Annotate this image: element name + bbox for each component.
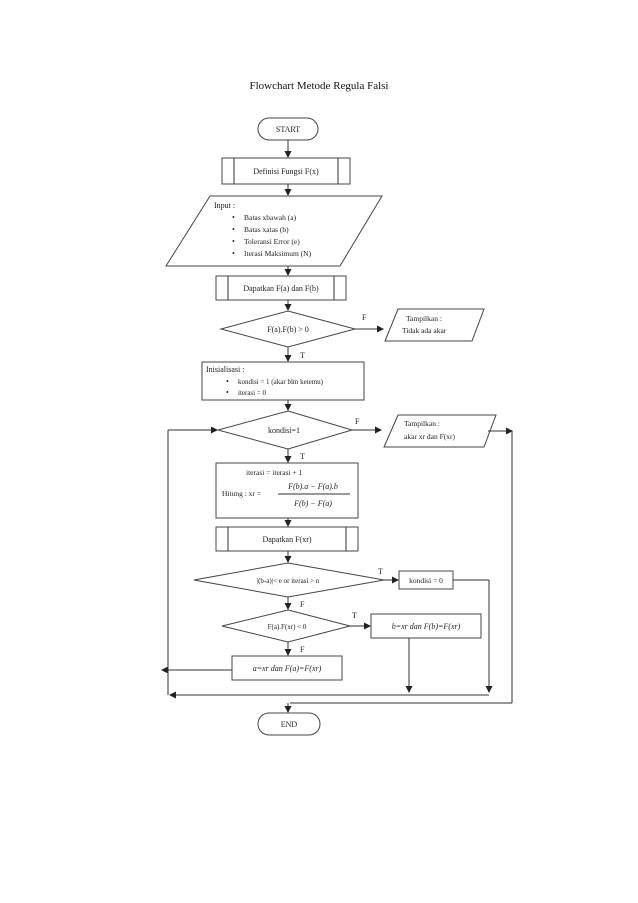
get-fa-fb-label: Dapatkan F(a) dan F(b) (243, 284, 319, 293)
compute-xr-process: iterasi = iterasi + 1 Hitung : xr = F(b)… (215, 462, 359, 519)
start-label: START (276, 125, 300, 134)
false-label: F (362, 313, 367, 322)
update-b-process: b=xr dan F(b)=F(xr) (370, 613, 482, 639)
no-root-text: Tidak ada akar (402, 326, 447, 335)
init-process: Inisialisasi : • kondisi = 1 (akar blm k… (201, 361, 365, 401)
loop-condition-decision: kondisi=1 (216, 410, 354, 450)
init-title: Inisialisasi : (206, 365, 244, 374)
init-item: iterasi = 0 (238, 389, 267, 397)
get-fxr-label: Dapatkan F(xr) (262, 535, 311, 544)
input-parallelogram: Input : • Batas xbawah (a) • Batas xatas… (165, 195, 383, 267)
sign-check2-decision: F(a).F(xr) < 0 (221, 609, 351, 643)
loop-condition-label: kondisi=1 (268, 426, 300, 435)
set-found-process: kondisi = 0 (398, 570, 454, 590)
result-title: Tampilkan : (404, 419, 440, 428)
end-terminal: END (257, 712, 321, 736)
sign-check-decision: F(a).F(b) > 0 (219, 310, 357, 348)
get-fa-fb-process: Dapatkan F(a) dan F(b) (215, 275, 347, 301)
input-item: Batas xatas (b) (244, 225, 289, 234)
init-item: kondisi = 1 (akar blm ketemu) (238, 378, 324, 386)
true-label: T (300, 351, 305, 360)
start-terminal: START (257, 117, 319, 141)
input-item: Batas xbawah (a) (244, 213, 297, 222)
hitung-label: Hitung : xr = (222, 489, 261, 498)
sign-check2-label: F(a).F(xr) < 0 (268, 623, 307, 631)
false-label: F (355, 417, 360, 426)
stop-check-label: |(b-a)|< e or iterasi > n (257, 577, 320, 585)
iteration-increment-label: iterasi = iterasi + 1 (246, 468, 303, 477)
svg-text:•: • (226, 388, 229, 397)
svg-text:•: • (232, 249, 235, 258)
page-title: Flowchart Metode Regula Falsi (249, 80, 389, 92)
get-fxr-process: Dapatkan F(xr) (215, 526, 359, 552)
formula-denominator: F(b) − F(a) (293, 499, 332, 508)
svg-text:•: • (232, 213, 235, 222)
svg-text:•: • (232, 237, 235, 246)
update-b-label: b=xr dan F(b)=F(xr) (392, 622, 461, 631)
define-function-process: Definisi Fungsi F(x) (221, 157, 351, 185)
true-label: T (300, 452, 305, 461)
no-root-title: Tampilkan : (406, 314, 442, 323)
false-label: F (300, 645, 305, 654)
input-item: Iterasi Maksimum (N) (244, 249, 312, 258)
sign-check-label: F(a).F(b) > 0 (267, 325, 309, 334)
set-found-label: kondisi = 0 (409, 576, 443, 585)
stop-check-decision: |(b-a)|< e or iterasi > n (193, 562, 385, 598)
input-title: Input : (214, 201, 235, 210)
svg-text:•: • (226, 377, 229, 386)
no-root-output: Tampilkan : Tidak ada akar (384, 308, 485, 342)
result-output: Tampilkan : akar xr dan F(xr) (383, 414, 497, 448)
false-label: F (300, 600, 305, 609)
true-label: T (378, 567, 383, 576)
result-text: akar xr dan F(xr) (404, 432, 456, 441)
end-label: END (281, 720, 298, 729)
update-a-process: a=xr dan F(a)=F(xr) (231, 655, 343, 681)
svg-text:•: • (232, 225, 235, 234)
define-function-label: Definisi Fungsi F(x) (253, 167, 319, 176)
input-item: Toleransi Error (e) (244, 237, 300, 246)
update-a-label: a=xr dan F(a)=F(xr) (253, 664, 322, 673)
formula-numerator: F(b).a − F(a).b (287, 482, 338, 491)
true-label: T (352, 611, 357, 620)
